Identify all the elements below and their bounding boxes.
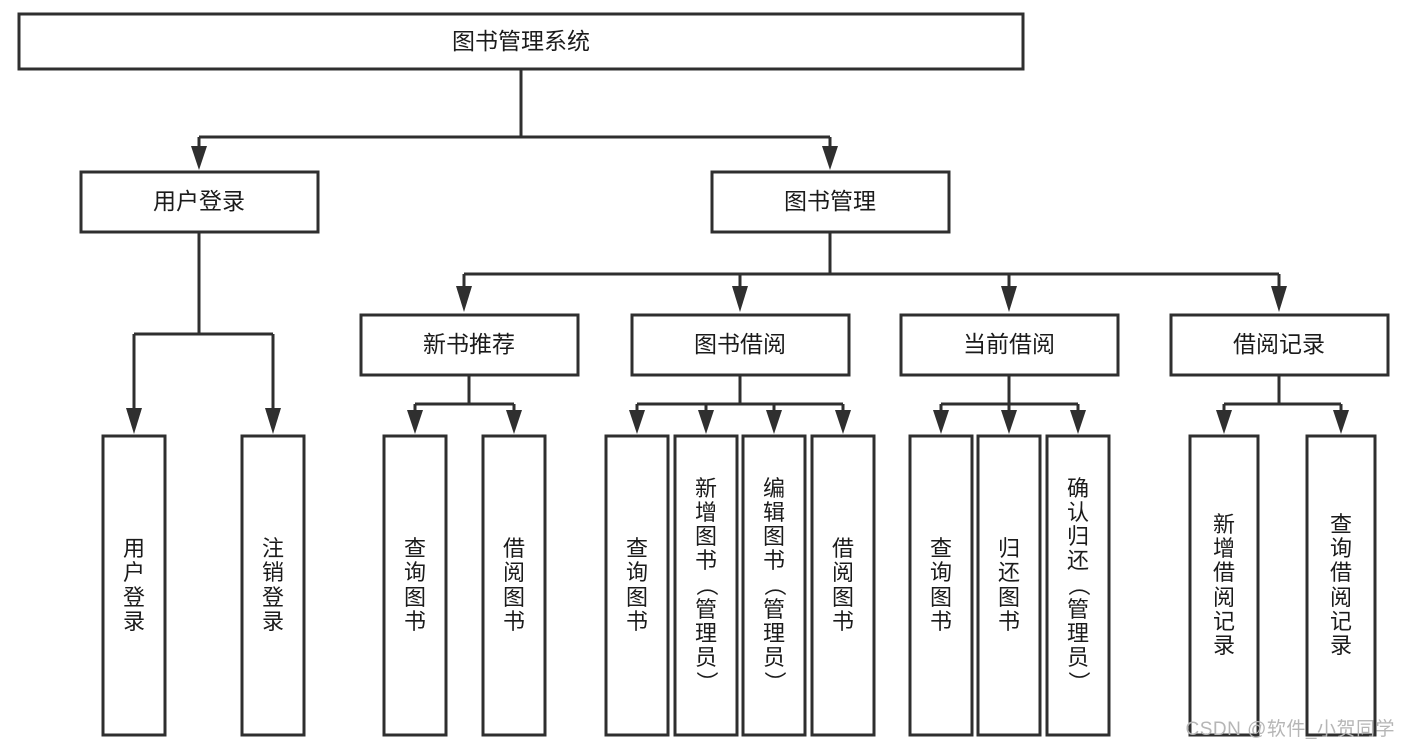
node-user-login-label: 用户登录 [153,188,245,214]
node-layer: 图书管理系统 用户登录 图书管理 新书推荐 图书借阅 当前 [17,12,1390,737]
arrow-book-mgmt-to-current [1001,286,1017,312]
arrow-book-mgmt-to-new-books [456,286,472,312]
arrow-borrow-to-leaf1 [629,410,645,434]
arrow-book-mgmt-to-records [1271,286,1287,312]
arrow-borrow-to-leaf3 [766,410,782,434]
leaf-box-return-books[interactable] [976,434,1042,737]
leaf-box-borrow-books-new[interactable] [481,434,547,737]
arrow-user-login-to-leaf2 [265,408,281,434]
arrow-current-to-leaf2 [1001,410,1017,434]
watermark-text: CSDN @软件_小贺同学 [1185,719,1395,740]
leaf-box-add-book-admin[interactable] [673,434,739,737]
node-book-borrow[interactable]: 图书借阅 [630,313,851,377]
arrow-current-to-leaf3 [1070,410,1086,434]
leaf-box-user-login[interactable] [101,434,167,737]
arrow-user-login-to-leaf1 [126,408,142,434]
arrow-new-books-to-leaf1 [407,410,423,434]
arrow-new-books-to-leaf2 [506,410,522,434]
node-root[interactable]: 图书管理系统 [17,12,1025,71]
node-book-borrow-box[interactable] [630,313,851,377]
node-book-management[interactable]: 图书管理 [710,170,951,234]
node-user-login[interactable]: 用户登录 [79,170,320,234]
leaf-box-add-borrow-record[interactable] [1188,434,1260,737]
arrow-borrow-to-leaf4 [835,410,851,434]
node-borrow-records-box[interactable] [1169,313,1390,377]
leaf-box-query-books-current[interactable] [908,434,974,737]
node-borrow-records[interactable]: 借阅记录 [1169,313,1390,377]
node-root-label: 图书管理系统 [452,28,590,54]
arrow-root-to-user-login [191,146,207,170]
node-user-login-box[interactable] [79,170,320,234]
leaf-box-query-books-borrow[interactable] [604,434,670,737]
arrow-current-to-leaf1 [933,410,949,434]
node-book-management-label: 图书管理 [784,188,876,214]
arrow-borrow-to-leaf2 [698,410,714,434]
arrow-records-to-leaf1 [1216,410,1232,434]
node-current-borrow-label: 当前借阅 [963,331,1055,357]
leaf-box-confirm-return-admin[interactable] [1045,434,1111,737]
arrow-book-mgmt-to-borrow [732,286,748,312]
leaf-box-query-borrow-record[interactable] [1305,434,1377,737]
node-new-book-recommend-label: 新书推荐 [423,331,515,357]
node-borrow-records-label: 借阅记录 [1233,331,1325,357]
node-book-management-box[interactable] [710,170,951,234]
arrow-records-to-leaf2 [1333,410,1349,434]
leaf-box-logout[interactable] [240,434,306,737]
node-book-borrow-label: 图书借阅 [694,331,786,357]
leaf-box-borrow-books[interactable] [810,434,876,737]
edge-layer [126,69,1349,434]
node-root-box[interactable] [17,12,1025,71]
node-current-borrow-box[interactable] [899,313,1120,377]
arrow-root-to-book-mgmt [822,146,838,170]
node-new-book-recommend[interactable]: 新书推荐 [359,313,580,377]
node-new-book-recommend-box[interactable] [359,313,580,377]
node-current-borrow[interactable]: 当前借阅 [899,313,1120,377]
leaf-box-query-books-new[interactable] [382,434,448,737]
leaf-box-edit-book-admin[interactable] [741,434,807,737]
